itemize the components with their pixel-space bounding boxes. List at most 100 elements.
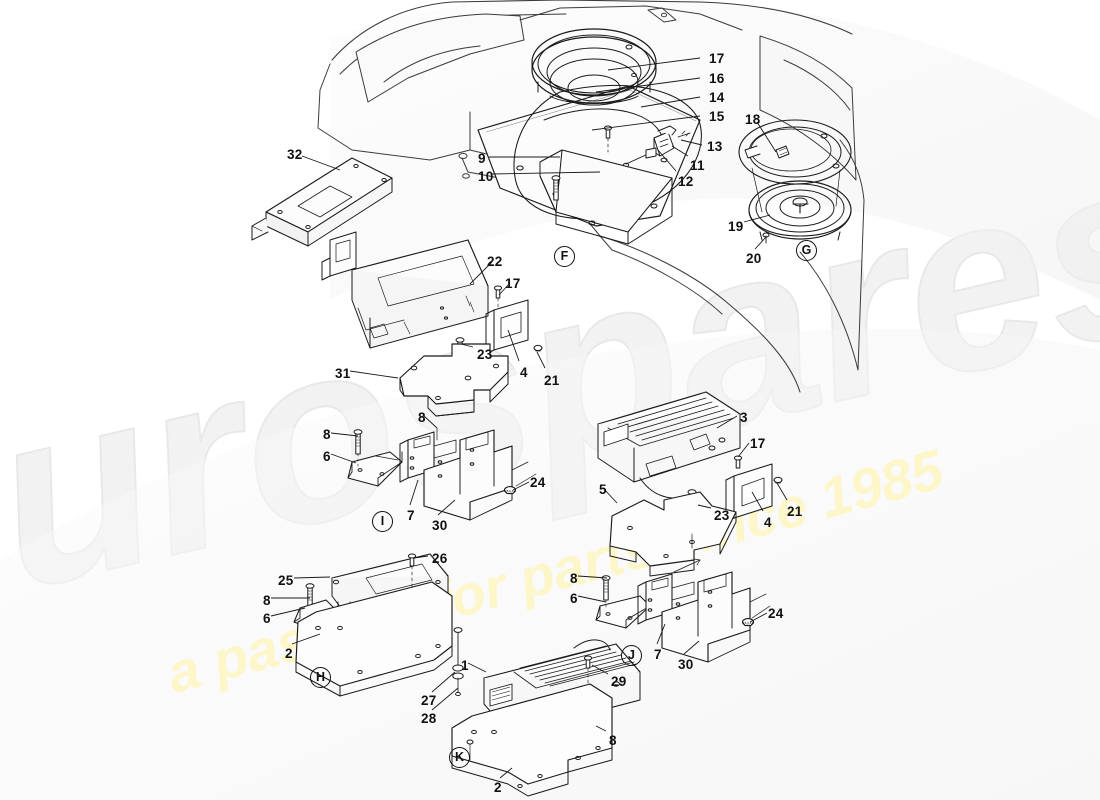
callout-label-28: 28 xyxy=(421,711,437,726)
callout-label-32: 32 xyxy=(287,147,303,162)
callout-label-2a: 2 xyxy=(285,646,293,661)
callout-label-18: 18 xyxy=(745,112,761,127)
callout-label-17a: 17 xyxy=(709,51,725,66)
vehicle-floorpan xyxy=(317,0,865,393)
module-32 xyxy=(251,157,393,247)
group-label-H: H xyxy=(310,667,331,688)
callout-label-8e: 8 xyxy=(609,733,617,748)
callout-label-21b: 21 xyxy=(787,504,803,519)
callout-label-19: 19 xyxy=(728,219,744,234)
leader-line-21b xyxy=(776,482,788,501)
trim-panel-9-10 xyxy=(539,149,673,245)
group-label-J: J xyxy=(621,645,642,666)
callout-label-2b: 2 xyxy=(494,780,502,795)
leader-line-23b xyxy=(697,504,712,509)
leader-line-8e xyxy=(595,725,607,732)
callout-label-4b: 4 xyxy=(764,515,772,530)
callout-label-27: 27 xyxy=(421,693,437,708)
leader-line-10 xyxy=(491,171,601,175)
leader-line-6c xyxy=(577,595,607,603)
leader-line-11 xyxy=(671,145,689,157)
leader-line-24b xyxy=(749,612,768,623)
callout-label-8a: 8 xyxy=(418,410,426,425)
amplifier-3 xyxy=(597,391,783,535)
leader-line-17a xyxy=(607,57,701,71)
leader-line-17b xyxy=(498,283,510,296)
leader-line-30a xyxy=(437,499,456,516)
callout-label-7b: 7 xyxy=(654,647,662,662)
callout-label-26: 26 xyxy=(432,551,448,566)
leader-line-7b xyxy=(656,623,666,645)
bracket-group-I xyxy=(347,427,537,521)
leader-line-30b xyxy=(683,640,700,655)
leader-line-24a xyxy=(512,481,530,491)
leader-line-6a xyxy=(330,453,357,464)
bracket-group-J xyxy=(595,558,771,663)
leader-line-20 xyxy=(754,236,767,250)
callout-label-6a: 6 xyxy=(323,449,331,464)
callout-label-20: 20 xyxy=(746,251,762,266)
callout-label-31: 31 xyxy=(335,366,351,381)
leader-line-2a xyxy=(291,633,321,645)
callout-label-25: 25 xyxy=(278,573,294,588)
callout-label-12: 12 xyxy=(678,174,694,189)
group-label-I: I xyxy=(372,511,393,532)
callout-label-1: 1 xyxy=(461,658,469,673)
callout-label-15: 15 xyxy=(709,109,725,124)
callout-label-29: 29 xyxy=(611,674,627,689)
leader-line-23a xyxy=(460,343,474,348)
leader-line-31 xyxy=(349,370,399,379)
callout-label-23b: 23 xyxy=(714,508,730,523)
group-label-K: K xyxy=(449,747,470,768)
callout-label-6b: 6 xyxy=(263,611,271,626)
callout-label-17b: 17 xyxy=(505,276,521,291)
leader-line-13 xyxy=(680,139,703,146)
leader-line-3 xyxy=(716,415,738,429)
callout-label-3: 3 xyxy=(740,410,748,425)
callout-label-7a: 7 xyxy=(407,508,415,523)
callout-label-24a: 24 xyxy=(530,475,546,490)
leader-line-2b xyxy=(499,767,513,779)
leader-line-4b xyxy=(751,491,764,512)
callout-label-5: 5 xyxy=(599,482,607,497)
leader-line-29 xyxy=(591,664,609,675)
callout-label-24b: 24 xyxy=(768,606,784,621)
mounting-panel-5 xyxy=(609,491,737,577)
leader-line-12 xyxy=(657,149,677,172)
leader-line-17c xyxy=(737,442,750,458)
callout-label-17c: 17 xyxy=(750,436,766,451)
base-plate-31 xyxy=(399,343,509,417)
callout-label-21a: 21 xyxy=(544,373,560,388)
callout-label-8c: 8 xyxy=(263,593,271,608)
leader-line-27 xyxy=(431,671,456,693)
callout-label-16: 16 xyxy=(709,71,725,86)
callout-label-10: 10 xyxy=(478,169,494,184)
callout-label-22: 22 xyxy=(487,254,503,269)
mounting-plate-2-upper xyxy=(295,581,464,697)
leader-line-5 xyxy=(603,488,618,504)
callout-label-13: 13 xyxy=(707,139,723,154)
group-label-F: F xyxy=(554,246,575,267)
leader-line-25 xyxy=(293,576,331,579)
leader-line-21a xyxy=(536,351,546,369)
leader-line-1 xyxy=(467,662,487,673)
callout-label-9: 9 xyxy=(478,151,486,166)
mounting-plate-2-lower xyxy=(451,683,613,797)
leader-line-4a xyxy=(507,329,520,362)
leader-line-28 xyxy=(431,687,459,711)
callout-label-11: 11 xyxy=(690,158,705,173)
leader-line-16 xyxy=(595,77,701,93)
leader-line-18 xyxy=(756,121,777,153)
callout-label-6c: 6 xyxy=(570,591,578,606)
leader-line-8a xyxy=(423,415,438,429)
leader-line-7a xyxy=(409,479,419,506)
callout-label-30b: 30 xyxy=(678,657,694,672)
leader-line-6b xyxy=(270,607,306,617)
callout-leader-lines xyxy=(270,57,788,779)
leader-line-15 xyxy=(591,115,701,131)
cd-changer-22 xyxy=(321,231,543,397)
callout-label-8d: 8 xyxy=(570,571,578,586)
